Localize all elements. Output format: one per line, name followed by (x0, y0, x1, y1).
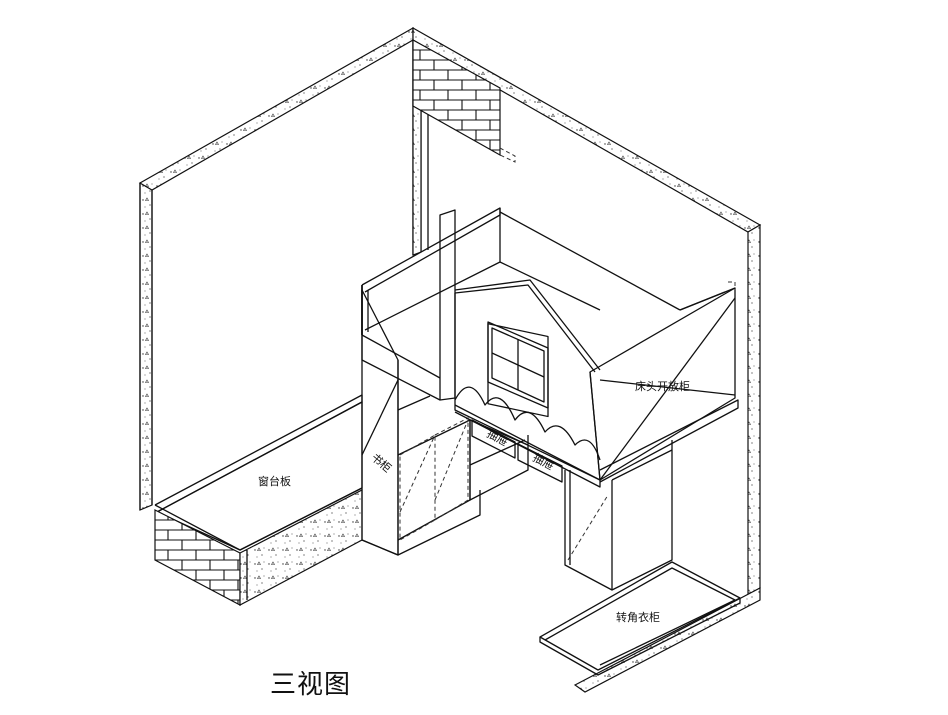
loft-bed (361, 207, 739, 488)
brick-wall-section (412, 38, 516, 163)
window-sill-platform (154, 394, 363, 606)
label-corner-wardrobe: 转角衣柜 (616, 610, 660, 624)
label-drawer-1: 抽屉 (485, 426, 511, 449)
label-window-sill: 窗台板 (258, 474, 291, 488)
label-bedhead-cabinet: 床头开放柜 (635, 379, 690, 393)
house-window (487, 321, 549, 409)
label-drawer-2: 抽屉 (531, 450, 557, 473)
bookcase (361, 289, 481, 556)
left-wall (139, 177, 153, 511)
corner-marker (728, 281, 736, 290)
back-left-wall (138, 26, 414, 191)
drawing-title: 三视图 (270, 670, 352, 700)
corner-wardrobe (564, 440, 673, 591)
label-bookcase: 书柜 (369, 451, 394, 475)
right-wall (747, 223, 761, 597)
floor-platform (539, 561, 741, 676)
